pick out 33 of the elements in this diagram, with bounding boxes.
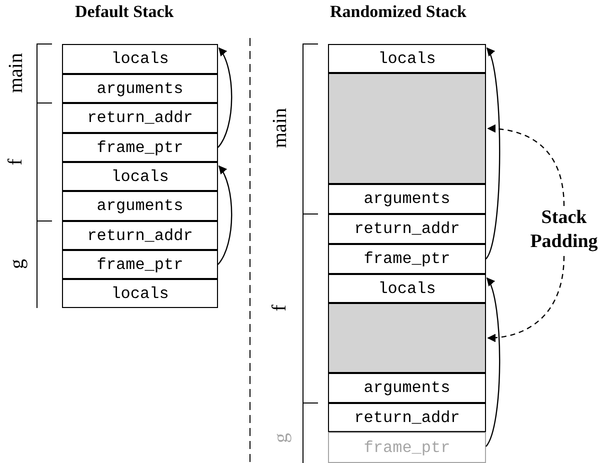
stack-slot: frame_ptr	[62, 250, 218, 279]
stack-slot: frame_ptr	[62, 133, 218, 162]
frame-label: main	[270, 108, 290, 148]
frame-label: f	[5, 158, 26, 166]
heading: Randomized Stack	[330, 2, 466, 22]
stack-slot: locals	[62, 279, 218, 308]
padding-block	[328, 73, 486, 184]
stack-slot: arguments	[62, 191, 218, 221]
stack-slot: frame_ptr	[328, 432, 486, 463]
padding-block	[328, 303, 486, 373]
frame-label: g	[271, 433, 291, 443]
arrow	[218, 165, 232, 265]
stack-slot: return_addr	[62, 103, 218, 133]
stack-slot: arguments	[328, 373, 486, 403]
frame-label: f	[269, 304, 290, 312]
stack-slot: locals	[62, 162, 218, 191]
stack-slot: arguments	[62, 74, 218, 103]
stack-slot: return_addr	[328, 214, 486, 244]
arrow	[487, 124, 565, 206]
arrow	[218, 47, 232, 148]
arrow	[485, 47, 500, 260]
arrow	[485, 277, 500, 447]
heading: Default Stack	[75, 2, 174, 22]
stack-slot: arguments	[328, 184, 486, 214]
stack-slot: locals	[328, 274, 486, 303]
arrow	[487, 256, 565, 342]
stack-slot: frame_ptr	[328, 244, 486, 274]
frame-label: g	[7, 259, 27, 269]
frame-label: main	[6, 53, 26, 93]
stack-slot: locals	[62, 44, 218, 74]
stack-slot: locals	[328, 44, 486, 73]
stack-slot: return_addr	[62, 221, 218, 250]
stack-slot: return_addr	[328, 403, 486, 432]
